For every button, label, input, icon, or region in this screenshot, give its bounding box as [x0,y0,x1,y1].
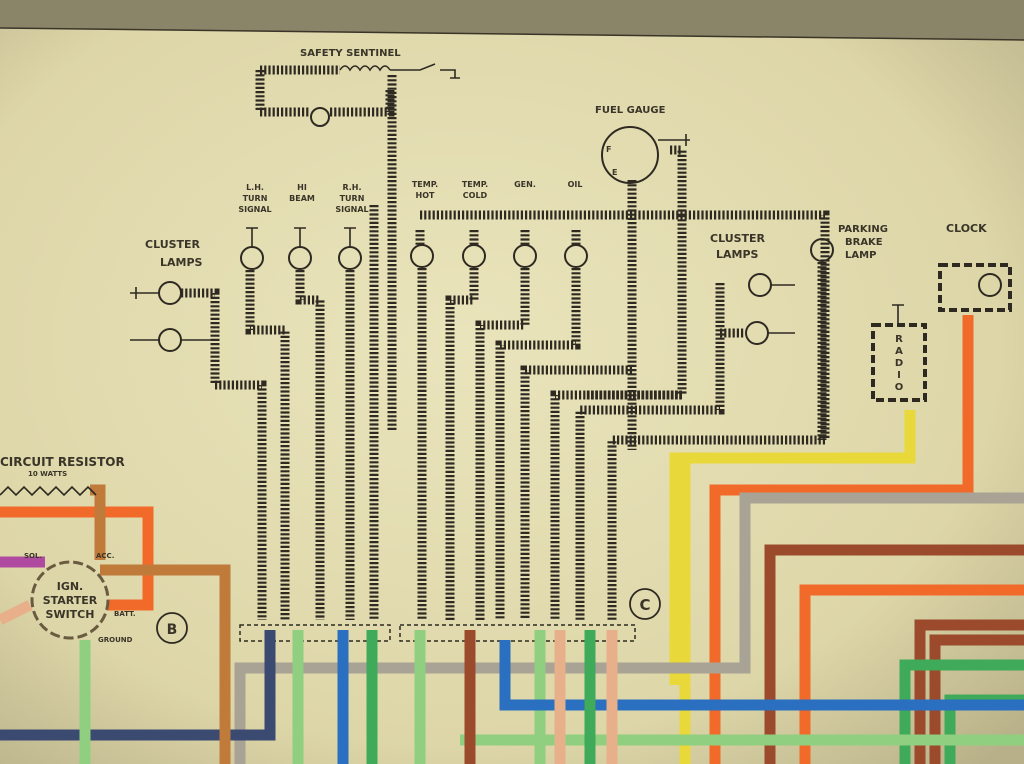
ignition-circuit: CIRCUIT RESISTOR 10 WATTS IGN. STARTER S… [0,455,188,644]
indicator-lamps [130,227,834,352]
page-top-edge [0,0,1024,40]
connector-b-label: B [167,622,178,638]
safety-sentinel-label: SAFETY SENTINEL [300,48,401,59]
connector-c: C [239,588,661,642]
diagram-label: SIGNAL [335,205,368,214]
diagram-label: O [895,382,904,393]
diagram-label: TEMP. [462,180,488,189]
cluster-lamps-left-label: CLUSTER [145,238,201,251]
diagram-label: STARTER [43,594,98,607]
connector-c-label: C [639,596,650,614]
svg-text:F: F [606,145,611,154]
svg-text:E: E [612,168,617,177]
colored-wires [0,315,1024,764]
diagram-label: BEAM [289,194,315,203]
diagram-label: BRAKE [845,237,883,248]
diagram-label: D [895,358,903,369]
cluster-lamps-right-label: CLUSTER [710,232,766,245]
cluster-wires [181,205,827,620]
diagram-label: TURN [243,194,268,203]
parking-brake-label: PARKING [838,224,888,235]
diagram-label: SOL. [24,552,42,560]
diagram-label: HOT [416,191,435,200]
diagram-label: BATT. [114,610,136,618]
diagram-label: L.H. [246,183,264,192]
diagram-label: R [895,334,903,345]
cluster-lamps-left-label-2: LAMPS [160,256,203,269]
safety-sentinel-circuit: SAFETY SENTINEL [255,48,460,430]
diagram-label: SIGNAL [238,205,271,214]
diagram-label: LAMP [845,250,876,261]
fuel-gauge-label: FUEL GAUGE [595,105,666,116]
diagram-label: TEMP. [412,180,438,189]
diagram-label: TURN [340,194,365,203]
circuit-resistor-label: CIRCUIT RESISTOR [0,455,125,469]
diagram-label: COLD [463,191,488,200]
diagram-label: GEN. [514,180,536,189]
diagram-label: R.H. [342,183,361,192]
lamp-labels: L.H. TURN SIGNAL HI BEAM R.H. TURN SIGNA… [238,180,582,214]
diagram-label: A [895,346,903,357]
diagram-label: SWITCH [46,608,95,621]
diagram-label: IGN. [57,580,84,593]
diagram-label: I [897,370,901,381]
diagram-label: ACC. [96,552,114,560]
diagram-label: GROUND [98,636,133,644]
diagram-label: HI [297,183,307,192]
radio: R A D I O [871,304,927,402]
cluster-lamps-right-label-2: LAMPS [716,248,759,261]
clock: CLOCK [938,222,1012,312]
diagram-label: OIL [568,180,583,189]
resistor-watts-label: 10 WATTS [28,470,67,478]
clock-label: CLOCK [946,222,987,235]
